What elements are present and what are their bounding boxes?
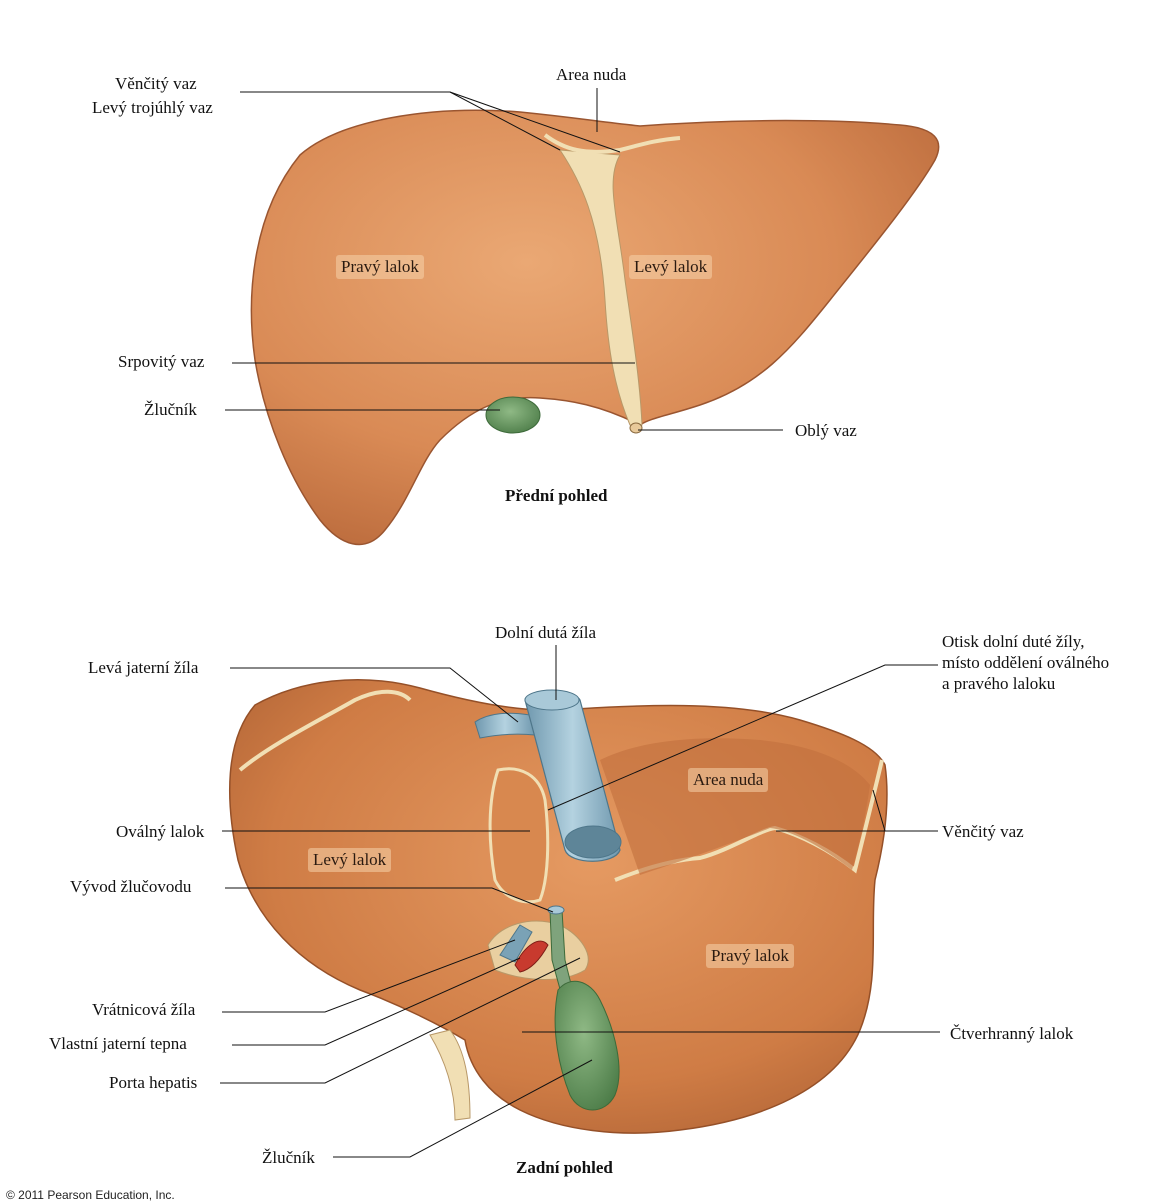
- posterior-round-ligament: [430, 1030, 470, 1120]
- label-falciform-ligament: Srpovitý vaz: [118, 353, 204, 370]
- caudate-lobe-outline: [490, 769, 548, 902]
- label-ivc-impression: Otisk dolní duté žíly, místo oddělení ov…: [942, 631, 1109, 694]
- anterior-view: [225, 88, 939, 544]
- label-left-triangular-ligament: Levý trojúhlý vaz: [92, 99, 213, 116]
- round-ligament-shape: [630, 423, 642, 433]
- label-ivc-impression-line-1: Otisk dolní duté žíly,: [942, 631, 1109, 652]
- caption-anterior-view: Přední pohled: [505, 486, 608, 506]
- label-area-nuda-anterior: Area nuda: [556, 66, 626, 83]
- left-hepatic-vein-shape: [475, 713, 535, 738]
- label-gallbladder-posterior: Žlučník: [262, 1149, 315, 1166]
- label-ivc-impression-line-2: místo oddělení oválného: [942, 652, 1109, 673]
- copyright-notice: © 2011 Pearson Education, Inc.: [6, 1188, 175, 1202]
- label-quadrate-lobe: Čtverhranný lalok: [950, 1025, 1073, 1042]
- bile-duct-opening: [548, 906, 564, 914]
- label-left-lobe-posterior: Levý lalok: [308, 848, 391, 872]
- caption-posterior-view: Zadní pohled: [516, 1158, 613, 1178]
- label-area-nuda-posterior: Area nuda: [688, 768, 768, 792]
- label-left-lobe-anterior: Levý lalok: [629, 255, 712, 279]
- ivc-bottom-opening: [565, 826, 621, 858]
- label-coronary-ligament-posterior: Věnčitý vaz: [942, 823, 1024, 840]
- label-round-ligament: Oblý vaz: [795, 422, 857, 439]
- label-left-hepatic-vein: Levá jaterní žíla: [88, 659, 198, 676]
- label-portal-vein: Vrátnicová žíla: [92, 1001, 195, 1018]
- label-porta-hepatis: Porta hepatis: [109, 1074, 197, 1091]
- label-right-lobe-anterior: Pravý lalok: [336, 255, 424, 279]
- label-caudate-lobe: Oválný lalok: [116, 823, 204, 840]
- label-right-lobe-posterior: Pravý lalok: [706, 944, 794, 968]
- label-coronary-ligament-anterior: Věnčitý vaz: [115, 75, 197, 92]
- posterior-view: [220, 645, 940, 1157]
- label-ivc: Dolní dutá žíla: [495, 624, 596, 641]
- label-hepatic-artery: Vlastní jaterní tepna: [49, 1035, 187, 1052]
- ivc-top-opening: [525, 690, 579, 710]
- anterior-gallbladder-shape: [486, 397, 540, 433]
- label-gallbladder-anterior: Žlučník: [144, 401, 197, 418]
- label-bile-duct: Vývod žlučovodu: [70, 878, 191, 895]
- label-ivc-impression-line-3: a pravého laloku: [942, 673, 1109, 694]
